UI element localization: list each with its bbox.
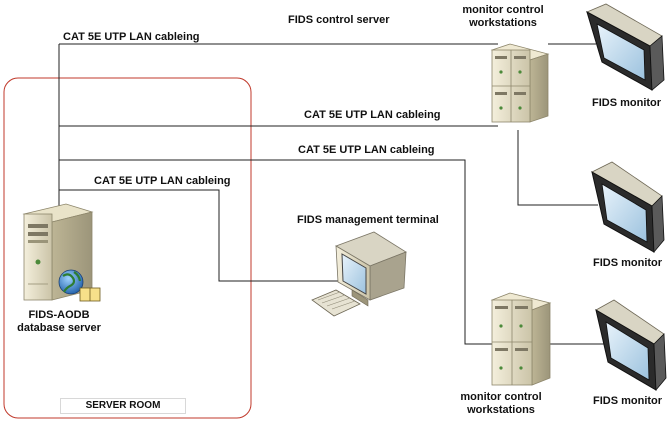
server-room-label: SERVER ROOM bbox=[60, 398, 186, 414]
cable-server-to-mid-monitor bbox=[517, 130, 598, 206]
crt-monitor-icon bbox=[591, 161, 665, 254]
cable-label: CAT 5E UTP LAN cableing bbox=[304, 109, 441, 121]
monitor-label: FIDS monitor bbox=[593, 395, 663, 407]
globe-icon bbox=[58, 269, 101, 302]
crt-monitor-icon bbox=[586, 3, 665, 91]
management-terminal-label: FIDS management terminal bbox=[297, 214, 439, 226]
server-room-boundary bbox=[3, 77, 252, 419]
monitor-label: FIDS monitor bbox=[592, 97, 662, 109]
cable-label: CAT 5E UTP LAN cableing bbox=[63, 31, 200, 43]
control-server-label: FIDS control server bbox=[288, 14, 390, 26]
cable-label: CAT 5E UTP LAN cableing bbox=[94, 175, 231, 187]
cable-to-bottom-workstations bbox=[59, 159, 492, 345]
cable-label: CAT 5E UTP LAN cableing bbox=[298, 144, 435, 156]
cable-to-terminal bbox=[59, 189, 342, 282]
monitor-label: FIDS monitor bbox=[593, 257, 663, 269]
database-server-label: FIDS-AODB database server bbox=[17, 309, 101, 334]
cable-lines bbox=[58, 43, 604, 345]
desktop-computer-icon bbox=[311, 231, 407, 317]
workstations-label: monitor control workstations bbox=[460, 391, 542, 416]
server-stack-icon bbox=[490, 43, 550, 123]
crt-monitor-icon bbox=[595, 299, 667, 392]
workstations-label: monitor control workstations bbox=[462, 4, 544, 29]
server-stack-icon bbox=[490, 292, 552, 386]
